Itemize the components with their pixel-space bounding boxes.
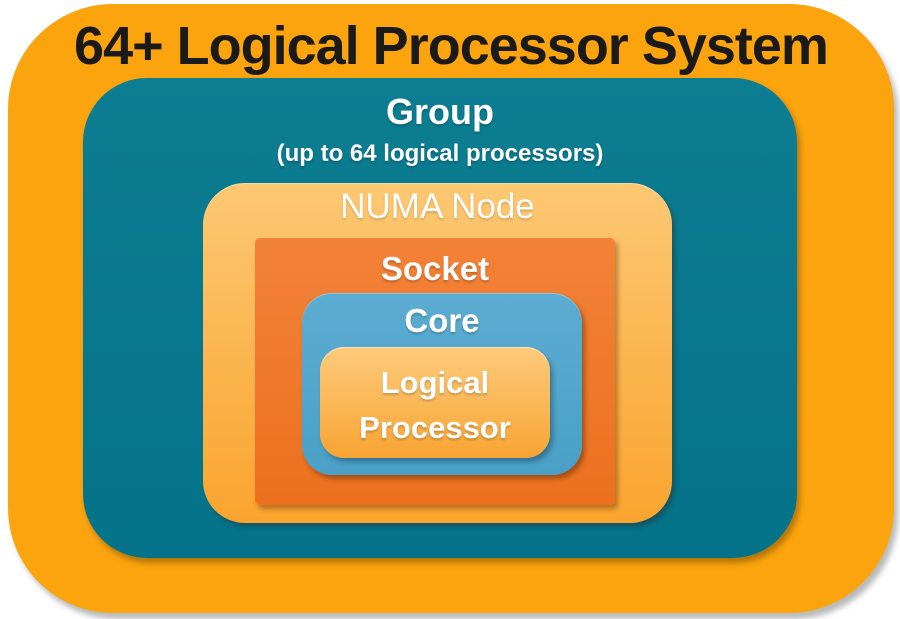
numa-node-box: NUMA Node Socket Core Logical Processor (203, 183, 672, 523)
logical-processor-box: Logical Processor (320, 347, 550, 458)
numa-node-label: NUMA Node (340, 187, 535, 226)
core-box: Core Logical Processor (302, 293, 582, 475)
group-sublabel: (up to 64 logical processors) (276, 140, 604, 167)
socket-box: Socket Core Logical Processor (255, 238, 615, 505)
socket-label: Socket (380, 250, 490, 287)
system-box: 64+ Logical Processor System Group (up t… (8, 4, 894, 613)
logical-processor-label: Logical Processor (359, 365, 511, 445)
group-box: Group (up to 64 logical processors) NUMA… (83, 78, 797, 558)
page-title: 64+ Logical Processor System (74, 16, 829, 76)
core-label: Core (404, 302, 480, 339)
group-label: Group (386, 91, 494, 132)
